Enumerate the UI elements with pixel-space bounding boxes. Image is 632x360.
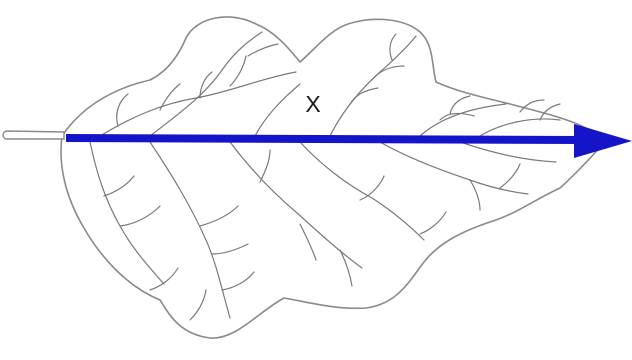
leaf-outline: [61, 17, 610, 338]
leaf-stem: [3, 131, 64, 139]
marker-label: X: [301, 89, 325, 119]
